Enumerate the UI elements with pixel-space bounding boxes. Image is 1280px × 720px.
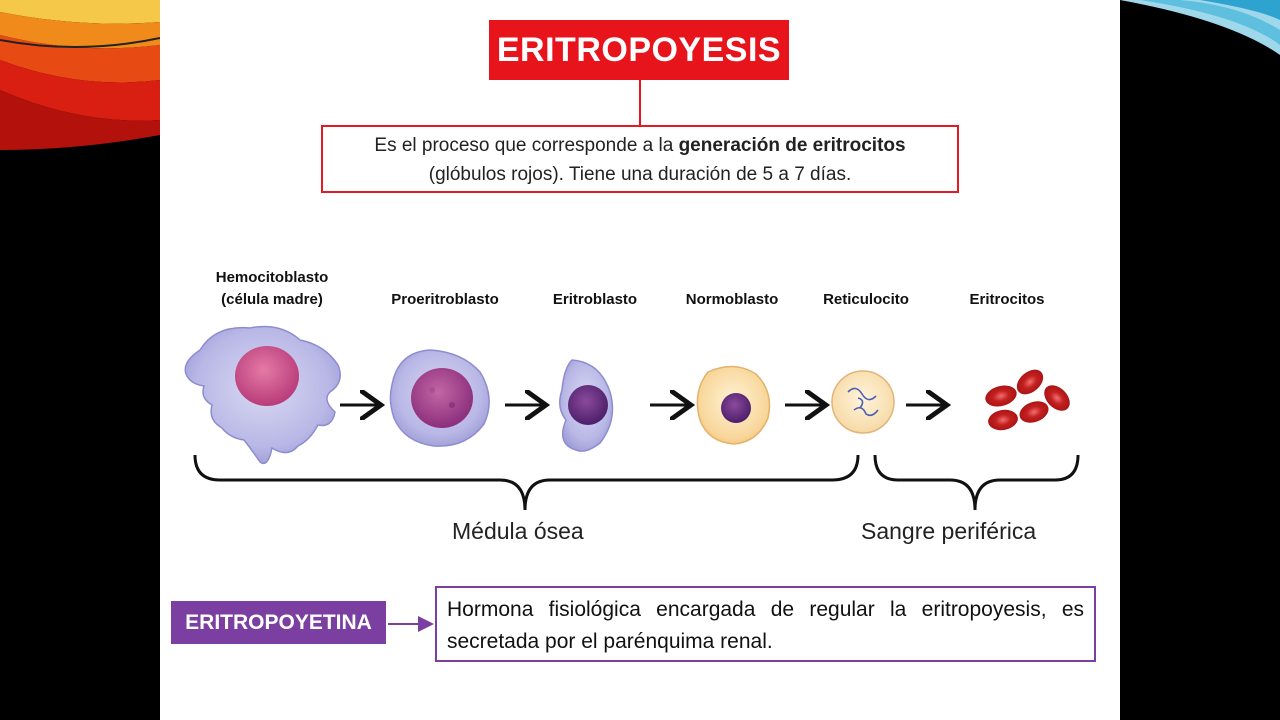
eritrocitos-cells (985, 369, 1070, 431)
definition-text-part1: Es el proceso que corresponde a la (374, 135, 679, 156)
definition-bold-text: generación de eritrocitos (678, 135, 906, 156)
bone-marrow-brace (193, 454, 860, 511)
slide: ERITROPOYESIS Es el proceso que correspo… (160, 0, 1120, 720)
decorative-stripes-left (0, 0, 160, 150)
hormone-description-box: Hormona fisiológica encargada de regular… (435, 586, 1096, 662)
cell-diagram (184, 325, 1080, 632)
slide-title: ERITROPOYESIS (496, 30, 782, 69)
hormone-name-box: ERITROPOYETINA (171, 601, 386, 644)
peripheral-blood-brace (873, 454, 1080, 511)
eritroblasto-cell (559, 359, 614, 452)
stage-label-line2: (célula madre) (221, 291, 323, 308)
title-box: ERITROPOYESIS (489, 20, 789, 80)
stage-label-hemocitoblasto: Hemocitoblasto (célula madre) (192, 267, 352, 311)
normoblasto-cell (696, 365, 771, 445)
stage-label-reticulocito: Reticulocito (823, 291, 909, 308)
definition-text-part2: (glóbulos rojos). Tiene una duración de … (428, 164, 852, 185)
hemocitoblasto-cell (184, 325, 341, 465)
proeritroblasto-cell (389, 349, 490, 447)
stage-label-eritroblasto: Eritroblasto (552, 291, 638, 308)
hormone-name: ERITROPOYETINA (185, 610, 372, 634)
region-label-peripheral-blood: Sangre periférica (861, 518, 1037, 544)
reticulocito-cell (831, 370, 895, 434)
stage-label-line1: Hemocitoblasto (215, 269, 329, 286)
stage-label-eritrocitos: Eritrocitos (969, 291, 1045, 308)
title-connector-line (639, 80, 641, 126)
region-label-bone-marrow: Médula ósea (452, 518, 584, 544)
definition-box: Es el proceso que corresponde a la gener… (321, 125, 959, 193)
stage-label-proeritroblasto: Proeritroblasto (391, 291, 499, 308)
decorative-stripes-right (1120, 0, 1280, 55)
hormone-description: Hormona fisiológica encargada de regular… (447, 598, 1084, 653)
stage-label-normoblasto: Normoblasto (685, 291, 779, 308)
